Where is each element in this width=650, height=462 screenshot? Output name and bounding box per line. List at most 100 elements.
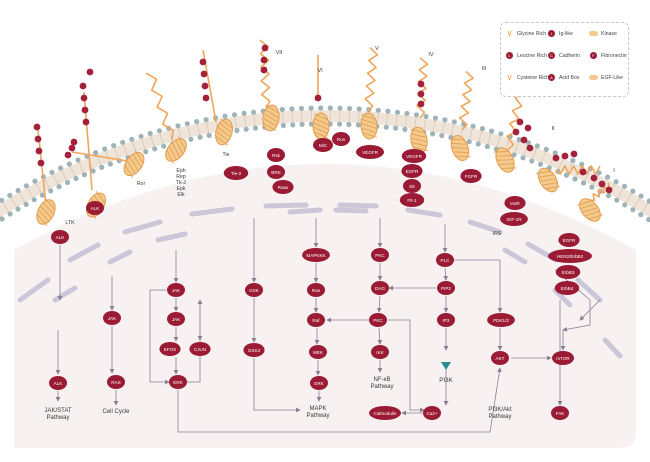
lipid-head [581,180,586,185]
lipid-head [32,179,37,184]
node-label: Rsk [272,153,281,158]
node-label: EGFR [406,169,419,174]
node-label: Ca2+ [426,411,437,416]
lipid-head [138,134,143,139]
node-erbb4: ErbB4 [555,281,580,295]
lipid-head [402,127,407,132]
node-label: IGF-1R [506,217,522,222]
node-stat_node: ALK [49,376,67,390]
node-label: mTOR [556,356,570,361]
lipid-head [93,150,98,155]
node-label: JAK [172,288,181,293]
chevron-icon: ∨ [505,29,514,38]
lipid-head [194,119,199,124]
ig-like-domain [553,155,560,162]
lipid-head [622,184,627,189]
node-mapkkk: MAPKKK [302,248,330,262]
node-vegfr2: VEGFR [402,149,427,163]
lipid-head [242,111,247,116]
lipid-head [73,176,78,181]
lipid-head [16,188,21,193]
lipid-head [188,137,193,142]
lipid-head [452,119,457,124]
legend-item: EGF-Like [589,73,623,82]
ig-like-domain [418,91,425,98]
receptor-label-tie: Tie [222,152,229,158]
receptor-label-ii: II [551,126,555,132]
ig-like-domain [83,119,90,126]
ig-like-domain [606,187,613,194]
label-irs: IRS [493,231,502,237]
node-label: MiC [319,143,328,148]
ig-like-domain [517,119,524,126]
lipid-head [148,131,153,136]
kinase-icon [589,29,598,38]
node-raf: Raf [307,313,325,327]
lipid-head [234,128,239,133]
node-label: JAK [172,317,181,322]
lipid-head [529,158,534,163]
lipid-head [24,202,29,207]
lipid-head [520,155,525,160]
node-gsk3: GSK3 [243,343,264,357]
receptor-stalk [460,72,474,131]
legend-item: Kinase [589,29,617,38]
lipid-head [111,143,116,148]
lipid-head [99,165,104,170]
lipid-head [433,116,438,121]
ig-like-domain [71,139,78,146]
node-calmodulin: Calmodulin [369,406,401,420]
lipid-head [395,110,400,115]
lipid-head [300,122,305,127]
ig-like-domain [261,67,268,74]
node-label: ERK [314,381,324,386]
node-erbb3: ErbB3 [556,265,581,279]
lipid-head [393,126,398,131]
ig-like-domain [200,59,207,66]
ig-like-domain [201,71,208,78]
node-akt: AKT [491,351,509,365]
lipid-head [480,126,485,131]
node-egfr: EGFR [558,233,579,247]
label-mapk: MAPK [309,406,326,412]
lipid-head [8,211,13,216]
node-label: Ras [312,288,321,293]
receptor-label-ltk: LTK [65,220,75,226]
label-cell-cycle: Cell Cycle [102,409,130,415]
ig-like-domain [65,152,72,159]
node-label: Kit [409,184,415,189]
node-alk: ALK [51,230,69,244]
node-label: VEGFR [406,154,423,159]
node-label: GSK [249,288,260,293]
lipid-head [614,179,619,184]
ig-like-domain [261,57,268,64]
lipid-head [630,189,635,194]
lipid-head [152,146,157,151]
lipid-head [309,106,314,111]
lipid-head [489,129,494,134]
node-her2: HER2/ErbB2 [548,249,592,263]
lipid-head [58,166,63,171]
node-pkc2: PKC [369,313,387,327]
node-label: AKT [496,356,505,361]
ig-like-domain [38,160,45,167]
node-label: Flt-1 [407,198,417,203]
ig-like-domain [202,83,209,90]
lipid-head [204,117,209,122]
lipid-head [614,198,619,203]
lipid-head [24,183,29,188]
node-label: HER2/ErbB2 [557,254,584,259]
nuclear-envelope-segment [336,210,366,211]
lipid-head [120,140,125,145]
receptor-stalk [417,58,428,118]
node-pkc: PKC [371,248,389,262]
lipid-head [253,126,258,131]
lipid-head [538,162,543,167]
node-label: IP3 [443,318,450,323]
ig-like-domain [580,169,587,176]
label-jak-stat: Pathway [46,415,69,421]
label-jak-stat: JAK/STAT [44,408,71,414]
node-label: Tie-2 [231,171,242,176]
node-fak: FAK [551,406,569,420]
lipid-head [423,114,428,119]
